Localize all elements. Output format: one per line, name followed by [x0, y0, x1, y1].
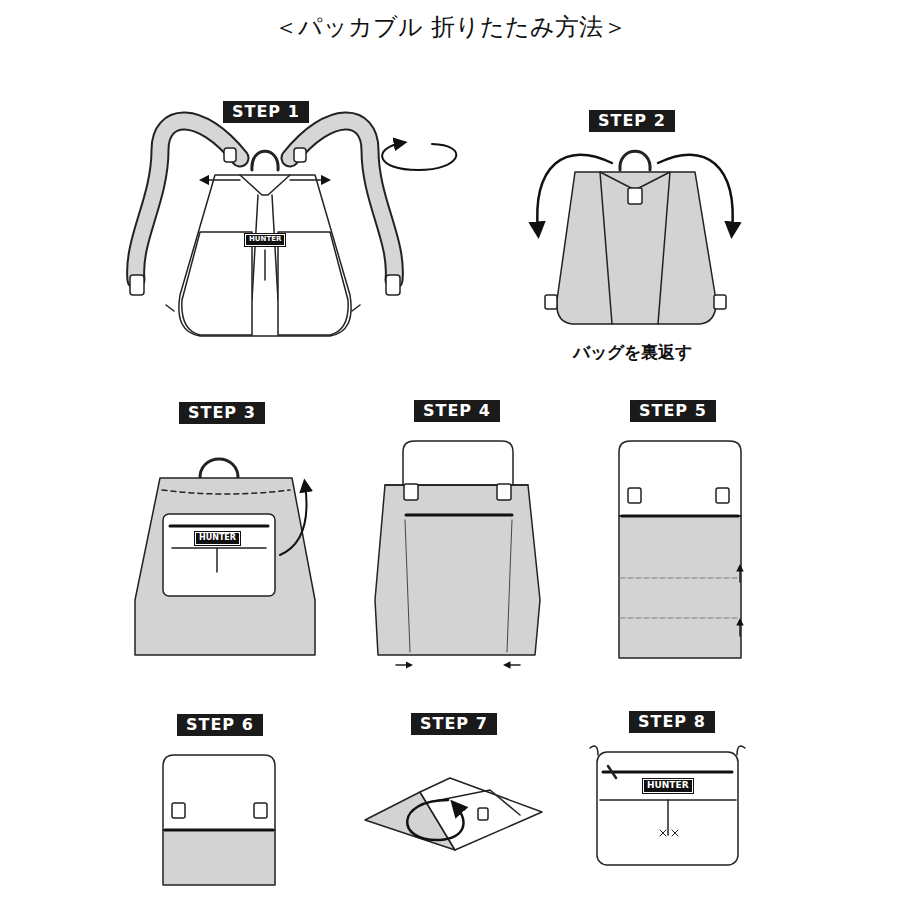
- brand-logo: HUNTER: [195, 532, 240, 545]
- step-badge: STEP 7: [411, 713, 497, 735]
- step-label: STEP 5: [639, 402, 707, 420]
- step-label: STEP 3: [188, 404, 256, 422]
- step-label: STEP 2: [598, 112, 666, 130]
- step-badge: STEP 1: [223, 101, 309, 123]
- step-label: STEP 7: [420, 715, 488, 733]
- step-label: STEP 8: [638, 713, 706, 731]
- brand-logo: HUNTER: [245, 234, 285, 246]
- step-label: STEP 1: [232, 103, 300, 121]
- step-badge: STEP 5: [630, 400, 716, 422]
- step-label: STEP 4: [423, 402, 491, 420]
- brand-logo: HUNTER: [643, 779, 693, 793]
- step-badge: STEP 3: [179, 402, 265, 424]
- step-badge: STEP 6: [177, 714, 263, 736]
- instruction-note: バッグを裏返す: [573, 341, 692, 364]
- step-badge: STEP 8: [629, 711, 715, 733]
- step-label: STEP 6: [186, 716, 254, 734]
- step-badge: STEP 2: [589, 110, 675, 132]
- step-badge: STEP 4: [414, 400, 500, 422]
- diagram-title: ＜パッカブル 折りたたみ方法＞: [274, 11, 627, 43]
